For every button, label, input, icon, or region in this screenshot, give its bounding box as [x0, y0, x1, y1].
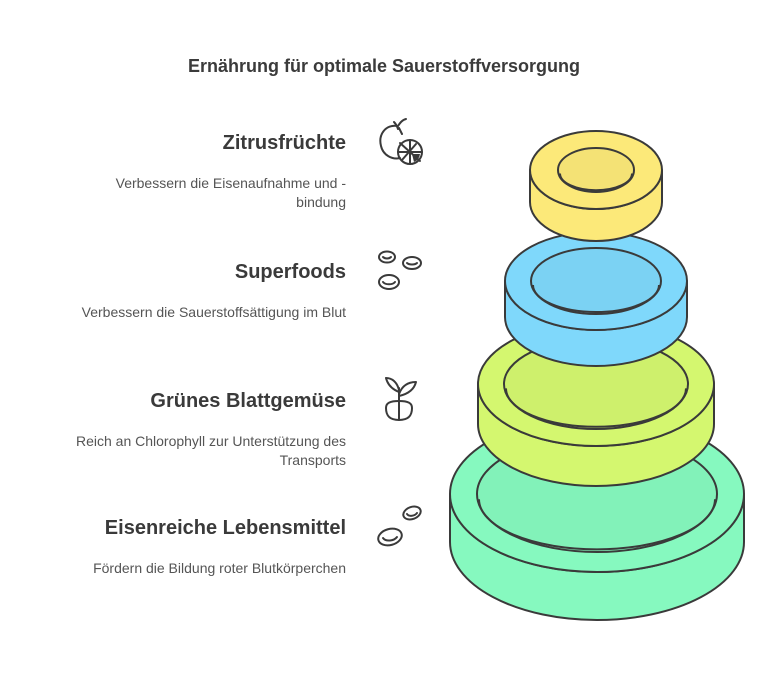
ring-inner-depth	[478, 499, 716, 551]
ring-inner-depth	[532, 284, 660, 314]
item-heading: Zitrusfrüchte	[222, 132, 346, 154]
item-heading: Superfoods	[234, 261, 346, 283]
item-iron-rich: Eisenreiche Lebensmittel Fördern die Bil…	[16, 516, 346, 578]
item-heading: Eisenreiche Lebensmittel	[104, 517, 346, 539]
item-citrus: Zitrusfrüchte Verbessern die Eisenaufnah…	[16, 131, 346, 212]
ring-inner-depth	[559, 173, 633, 192]
citrus-icon	[372, 114, 426, 168]
ring-inner-depth	[505, 388, 687, 428]
page-title: Ernährung für optimale Sauerstoffversorg…	[187, 56, 581, 76]
ring-hole	[530, 247, 662, 315]
item-description: Verbessern die Eisenaufnahme und - bindu…	[115, 175, 346, 210]
item-description: Verbessern die Sauerstoffsättigung im Bl…	[81, 304, 346, 320]
ring-citrus	[529, 130, 663, 242]
item-leafy-greens: Grünes Blattgemüse Reich an Chlorophyll …	[16, 389, 346, 470]
ring-seeds	[504, 231, 688, 367]
item-description: Reich an Chlorophyll zur Unterstützung d…	[75, 433, 346, 468]
beans-icon	[372, 500, 426, 554]
item-description: Fördern die Bildung roter Blutkörperchen	[93, 560, 346, 576]
item-heading: Grünes Blattgemüse	[150, 390, 346, 412]
ring-hole	[557, 147, 635, 193]
item-superfoods: Superfoods Verbessern die Sauerstoffsätt…	[16, 260, 346, 322]
sprout-icon	[372, 372, 426, 426]
seeds-icon	[372, 245, 426, 299]
